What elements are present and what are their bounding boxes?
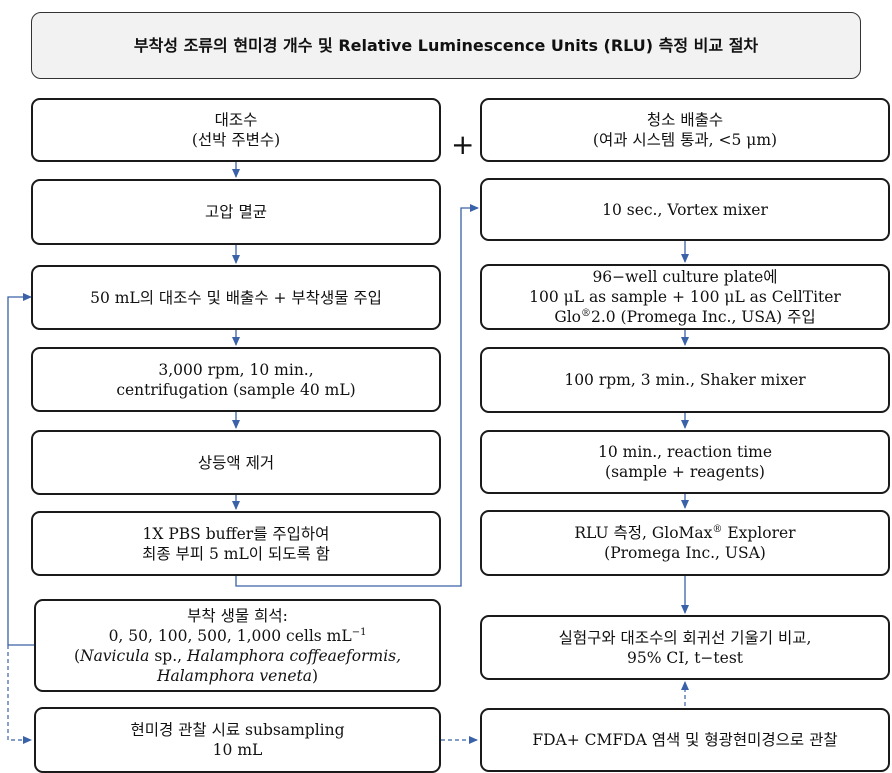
- discharge-box: 청소 배출수 (여과 시스템 통과, <5 μm): [480, 98, 890, 162]
- inoculation-box: 50 mL의 대조수 및 배출수 + 부착생물 주입: [31, 265, 441, 330]
- supernatant-box: 상등액 제거: [31, 430, 441, 495]
- reaction-line1: 10 min., reaction time: [597, 443, 773, 461]
- staining-label: FDA+ CMFDA 염색 및 형광현미경으로 관찰: [532, 731, 838, 749]
- species-coffeaeformis: Halamphora coffeaeformis,: [186, 646, 402, 665]
- dilution-line2: 0, 50, 100, 500, 1,000 cells mL−1: [109, 626, 367, 646]
- species-veneta: Halamphora veneta: [156, 666, 312, 685]
- centrifuge-line1: 3,000 rpm, 10 min.,: [158, 360, 314, 379]
- rlu-measure: RLU 측정, GloMax: [574, 524, 713, 542]
- dilution-open-paren: (: [73, 646, 80, 665]
- autoclave-label: 고압 멸균: [205, 203, 267, 221]
- discharge-label: 청소 배출수: [646, 111, 724, 129]
- comparison-line2: 95% CI, t−test: [626, 648, 743, 667]
- comparison-line1: 실험구와 대조수의 회귀선 기울기 비교,: [558, 628, 812, 647]
- pbs-line2: 최종 부피 5 mL이 되도록 함: [142, 544, 330, 563]
- dilution-concentrations: 0, 50, 100, 500, 1,000 cells mL: [108, 626, 352, 645]
- plate-registered-mark: ®: [580, 307, 591, 319]
- rlu-explorer: Explorer: [722, 524, 796, 542]
- shaker-label: 100 rpm, 3 min., Shaker mixer: [564, 371, 806, 389]
- connector-dilution-to-inoculation: [7, 293, 34, 646]
- plate-line1: 96−well culture plate에: [592, 268, 778, 286]
- vortex-label: 10 sec., Vortex mixer: [602, 200, 768, 219]
- rlu-registered-mark: ®: [712, 523, 723, 535]
- reaction-box: 10 min., reaction time (sample + reagent…: [480, 430, 890, 494]
- dilution-close-paren: ): [311, 666, 319, 685]
- pbs-line1: 1X PBS buffer를 주입하여: [142, 524, 330, 543]
- control-water-sub: (선박 주변수): [191, 131, 281, 149]
- plate-line2: 100 μL as sample + 100 μL as CellTiter: [529, 288, 841, 306]
- plate-line3: Glo®2.0 (Promega Inc., USA) 주입: [554, 307, 815, 327]
- control-water-box: 대조수 (선박 주변수): [31, 98, 441, 162]
- centrifuge-box: 3,000 rpm, 10 min., centrifugation (samp…: [31, 347, 441, 412]
- reaction-line2: (sample + reagents): [605, 463, 765, 481]
- autoclave-box: 고압 멸균: [31, 179, 441, 245]
- dilution-exponent: −1: [351, 626, 367, 638]
- title-text: 부착성 조류의 현미경 개수 및 Relative Luminescence U…: [133, 35, 759, 55]
- plate-glo: Glo: [554, 308, 581, 326]
- centrifuge-line2: centrifugation (sample 40 mL): [116, 380, 356, 399]
- inoculation-label: 50 mL의 대조수 및 배출수 + 부착생물 주입: [90, 288, 382, 307]
- subsampling-box: 현미경 관찰 시료 subsampling 10 mL: [34, 707, 441, 773]
- dilution-line1: 부착 생물 희석:: [187, 606, 288, 625]
- vortex-box: 10 sec., Vortex mixer: [480, 178, 890, 241]
- supernatant-label: 상등액 제거: [197, 453, 275, 472]
- rlu-line2: (Promega Inc., USA): [604, 544, 766, 562]
- shaker-box: 100 rpm, 3 min., Shaker mixer: [480, 347, 890, 413]
- rlu-line1: RLU 측정, GloMax® Explorer: [574, 523, 795, 543]
- staining-box: FDA+ CMFDA 염색 및 형광현미경으로 관찰: [480, 708, 890, 772]
- dashed-dilution-to-subsampling: [7, 645, 32, 744]
- diagram-title: 부착성 조류의 현미경 개수 및 Relative Luminescence U…: [31, 12, 861, 79]
- connector-pbs-to-vortex: [235, 204, 479, 587]
- plus-sign: +: [451, 128, 475, 161]
- comparison-box: 실험구와 대조수의 회귀선 기울기 비교, 95% CI, t−test: [480, 615, 890, 680]
- subsampling-line1: 현미경 관찰 시료 subsampling: [130, 721, 345, 739]
- plate-glo-rest: 2.0 (Promega Inc., USA) 주입: [590, 308, 816, 326]
- species-navicula: Navicula: [80, 646, 150, 665]
- discharge-sub: (여과 시스템 통과, <5 μm): [592, 131, 778, 149]
- dilution-line3: (Navicula sp., Halamphora coffeaeformis,: [74, 646, 401, 666]
- dilution-box: 부착 생물 희석: 0, 50, 100, 500, 1,000 cells m…: [34, 599, 441, 692]
- pbs-box: 1X PBS buffer를 주입하여 최종 부피 5 mL이 되도록 함: [31, 511, 441, 576]
- control-water-label: 대조수: [214, 111, 258, 129]
- dilution-sp-text: sp.,: [149, 646, 187, 665]
- rlu-box: RLU 측정, GloMax® Explorer (Promega Inc., …: [480, 510, 890, 576]
- subsampling-line2: 10 mL: [212, 741, 263, 759]
- dilution-line4: Halamphora veneta): [157, 666, 318, 686]
- plate-box: 96−well culture plate에 100 μL as sample …: [480, 264, 890, 330]
